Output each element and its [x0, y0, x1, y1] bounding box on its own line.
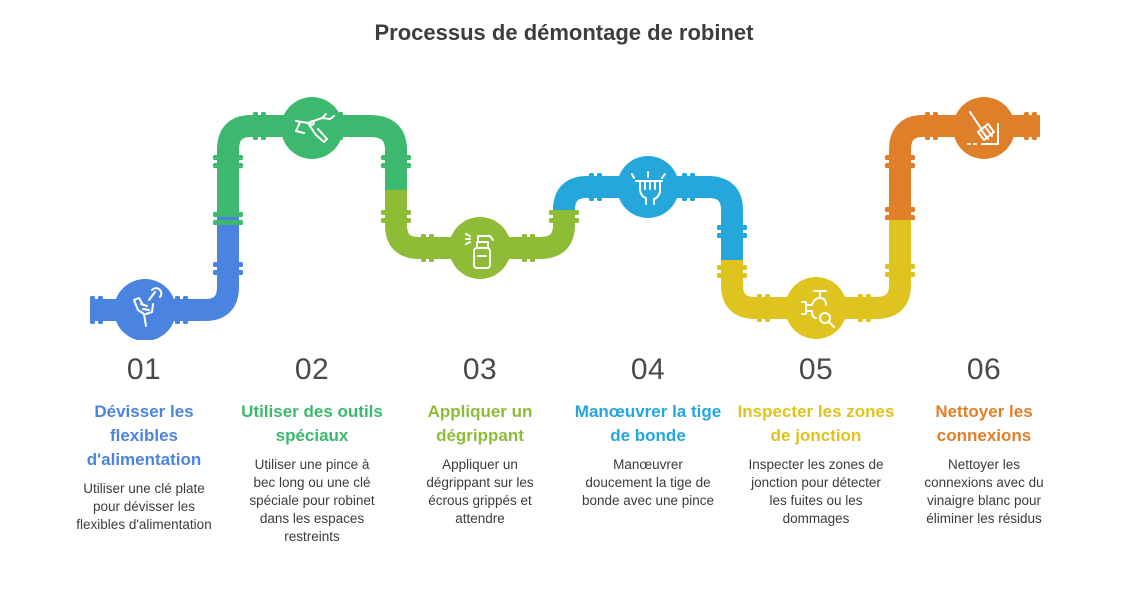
step-1-icon-circle	[114, 279, 176, 340]
pliers-hand-icon	[295, 113, 335, 143]
step-number: 04	[630, 353, 666, 386]
step-5: 05 Inspecter les zones de jonction Inspe…	[736, 350, 896, 528]
step-number: 05	[798, 353, 834, 386]
step-3: 03 Appliquer un dégrippant Appliquer un …	[400, 350, 560, 528]
step-2: 02 Utiliser des outils spéciaux Utiliser…	[232, 350, 392, 546]
pipe-segment-blue	[90, 215, 243, 324]
pipe-segment-orange	[885, 112, 1040, 220]
step-title: Dévisser les flexibles d'alimentation	[86, 402, 202, 469]
step-title: Inspecter les zones de jonction	[737, 402, 895, 445]
pipeline-diagram	[90, 97, 1040, 340]
page-title: Processus de démontage de robinet	[374, 20, 754, 45]
step-number: 01	[126, 353, 162, 386]
step-4: 04 Manœuvrer la tige de bonde Manœuvrer …	[568, 350, 728, 510]
hand-grip-icon	[631, 171, 666, 205]
step-number: 06	[966, 353, 1002, 386]
step-3-icon-circle	[449, 217, 511, 279]
step-description: Appliquer un dégrippant sur les écrous g…	[426, 457, 534, 526]
step-description: Utiliser une clé plate pour dévisser les…	[76, 481, 212, 532]
step-title: Appliquer un dégrippant	[427, 402, 533, 445]
step-4-icon-circle	[617, 156, 679, 218]
step-title: Nettoyer les connexions	[935, 402, 1033, 445]
step-title: Utiliser des outils spéciaux	[241, 402, 383, 445]
step-number: 02	[294, 353, 330, 386]
step-2-icon-circle	[281, 97, 343, 159]
spray-bottle-icon	[465, 233, 494, 269]
step-description: Manœuvrer doucement la tige de bonde ave…	[581, 457, 715, 508]
valve-magnifier-icon	[801, 290, 835, 328]
step-description: Inspecter les zones de jonction pour dét…	[748, 457, 884, 526]
step-title: Manœuvrer la tige de bonde	[574, 402, 722, 445]
broom-icon	[967, 111, 999, 145]
step-6-icon-circle	[953, 97, 1015, 159]
step-1: 01 Dévisser les flexibles d'alimentation…	[64, 350, 224, 534]
wrench-hand-icon	[133, 287, 163, 327]
step-number: 03	[462, 353, 498, 386]
step-description: Utiliser une pince à bec long ou une clé…	[249, 457, 375, 544]
step-5-icon-circle	[785, 277, 847, 339]
step-6: 06 Nettoyer les connexions Nettoyer les …	[904, 350, 1064, 528]
step-description: Nettoyer les connexions avec du vinaigre…	[924, 457, 1044, 526]
